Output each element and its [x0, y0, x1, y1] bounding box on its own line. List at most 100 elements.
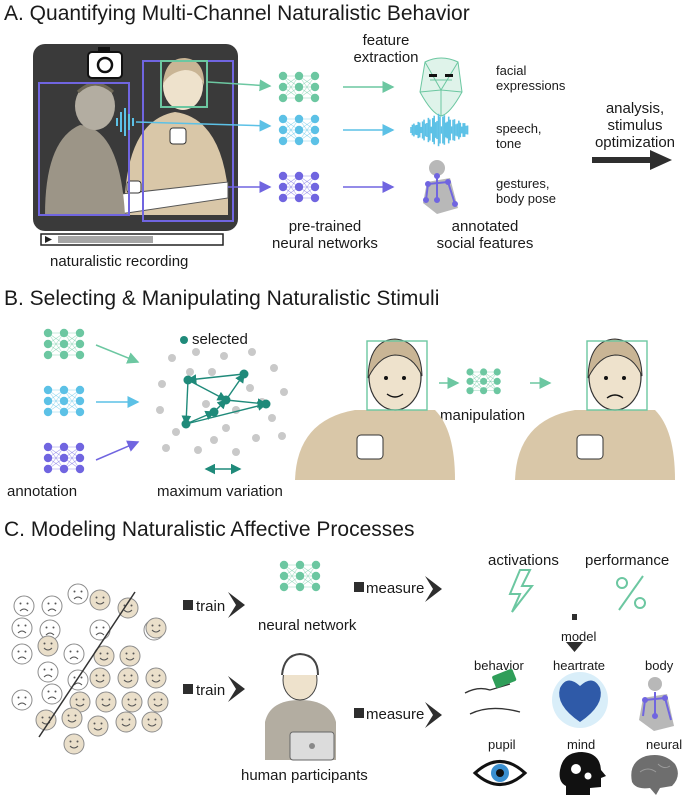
network-node [278, 82, 288, 92]
selected-dot [239, 369, 249, 379]
network-node [294, 193, 304, 203]
network-node [279, 560, 289, 570]
video-frame [33, 44, 238, 231]
stimulus-dot [194, 446, 202, 454]
happy-face [89, 667, 111, 689]
naturalistic-recording-label: naturalistic recording [50, 253, 189, 270]
category-divider [38, 591, 136, 738]
sad-face [67, 583, 89, 605]
network-node [466, 368, 474, 376]
facial-expressions-label: facial expressions [496, 63, 566, 93]
selected-dot [221, 395, 231, 405]
network-node [295, 571, 305, 581]
happy-face [141, 711, 163, 733]
head-gears-icon [559, 752, 606, 795]
stimulus-dot [168, 354, 176, 362]
body-label: body [645, 658, 674, 673]
sad-face [67, 669, 89, 691]
stimulus-dot [222, 424, 230, 432]
happy-face [37, 635, 59, 657]
network-node [278, 114, 288, 124]
stimulus-dot [158, 380, 166, 388]
activations-label: activations [488, 552, 559, 569]
sad-face [11, 689, 33, 711]
video-progress-bar[interactable] [40, 233, 224, 246]
network-node [75, 350, 85, 360]
network-node [75, 407, 85, 417]
network-node [59, 453, 69, 463]
feature-extraction-label: feature extraction [353, 32, 419, 66]
selected-dot [209, 407, 219, 417]
network-node [278, 193, 288, 203]
heartrate-label: heartrate [553, 658, 606, 673]
measure-label-top: measure [366, 580, 425, 597]
network-node [43, 453, 53, 463]
happy-face [147, 691, 169, 713]
stimulus-dot [280, 388, 288, 396]
stimulus-dot [172, 428, 180, 436]
network-node [59, 350, 69, 360]
network-node [493, 377, 501, 385]
heart-icon [552, 672, 608, 728]
happy-face [63, 733, 85, 755]
analysis-arrow [592, 150, 672, 170]
network-node [294, 182, 304, 192]
train-label-bottom: train [196, 682, 226, 699]
pretrained-networks [278, 71, 320, 203]
network-node [75, 442, 85, 452]
network-node [493, 387, 501, 395]
happy-face [115, 711, 137, 733]
section-b-heading: B. Selecting & Manipulating Naturalistic… [4, 287, 440, 310]
network-node [43, 350, 53, 360]
sad-face [89, 619, 111, 641]
network-node [310, 71, 320, 81]
neural-network-label: neural network [258, 617, 357, 634]
annotation-label: annotation [7, 483, 78, 500]
stimulus-dot [220, 352, 228, 360]
network-node [466, 377, 474, 385]
network-node [311, 571, 321, 581]
selected-dot [183, 375, 193, 385]
selected-dot [261, 399, 271, 409]
network-node [294, 114, 304, 124]
network-node [43, 396, 53, 406]
network-node [43, 442, 53, 452]
network-node [75, 328, 85, 338]
network-node [43, 328, 53, 338]
mind-label: mind [567, 737, 596, 752]
skeleton-icon [639, 677, 674, 731]
sad-face [41, 683, 63, 705]
happy-face [61, 707, 83, 729]
happy-face [93, 645, 115, 667]
measure-arrows [354, 576, 442, 728]
network-node [59, 396, 69, 406]
sad-face [63, 643, 85, 665]
network-node [278, 182, 288, 192]
sad-face [11, 617, 33, 639]
human-participants-label: human participants [241, 767, 368, 784]
network-node [43, 407, 53, 417]
annotation-networks [43, 328, 85, 474]
manipulation-label: manipulation [440, 407, 526, 424]
network-node [295, 582, 305, 592]
network-node [278, 93, 288, 103]
network-node [59, 407, 69, 417]
percent-icon [616, 575, 646, 611]
happy-face [117, 597, 139, 619]
network-node [75, 385, 85, 395]
network-node [310, 82, 320, 92]
lightning-icon [508, 569, 535, 613]
model-label: model [561, 629, 597, 644]
network-node [59, 464, 69, 474]
network-node [310, 93, 320, 103]
sad-face [11, 643, 33, 665]
happy-face [95, 691, 117, 713]
network-node [75, 339, 85, 349]
network-node [294, 171, 304, 181]
stimulus-dot [210, 436, 218, 444]
network-node [310, 114, 320, 124]
stimulus-dot [268, 414, 276, 422]
gestures-body-pose-label: gestures, body pose [496, 176, 556, 206]
network-node [311, 560, 321, 570]
happy-face [89, 589, 111, 611]
